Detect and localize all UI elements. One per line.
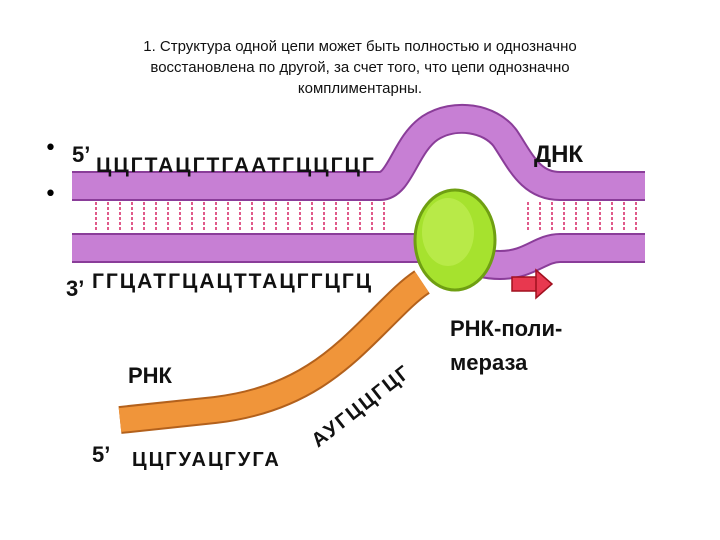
dna-label: ДНК bbox=[534, 141, 583, 168]
slide-title: 1. Структура одной цепи может быть полно… bbox=[60, 36, 660, 99]
direction-arrow bbox=[511, 268, 554, 300]
title-line-2: восстановлена по другой, за счет того, ч… bbox=[150, 59, 570, 76]
bottom-strand-sequence: ГГЦАТГЦАЦТТАЦГГЦГЦ bbox=[92, 270, 373, 293]
rna-five-prime-label: 5’ bbox=[92, 442, 110, 467]
bottom-three-prime-label: 3’ bbox=[66, 276, 84, 301]
bullet-1: • bbox=[44, 136, 57, 161]
rna-label: РНК bbox=[128, 363, 173, 388]
polymerase-label-line-2: мераза bbox=[450, 350, 528, 375]
title-line-3: комплиментарны. bbox=[297, 80, 423, 97]
polymerase-label-line-1: РНК-поли- bbox=[450, 316, 562, 341]
top-five-prime-label: 5’ bbox=[72, 142, 90, 167]
top-strand-sequence: ЦЦГТАЦГТГААТГЦЦГЦГ bbox=[96, 154, 376, 177]
base-pair-rungs bbox=[95, 202, 637, 232]
title-line-1: 1. Структура одной цепи может быть полно… bbox=[143, 38, 577, 55]
bullet-2: • bbox=[44, 182, 57, 207]
rna-sequence-horizontal: ЦЦГУАЦГУГА bbox=[132, 449, 281, 471]
